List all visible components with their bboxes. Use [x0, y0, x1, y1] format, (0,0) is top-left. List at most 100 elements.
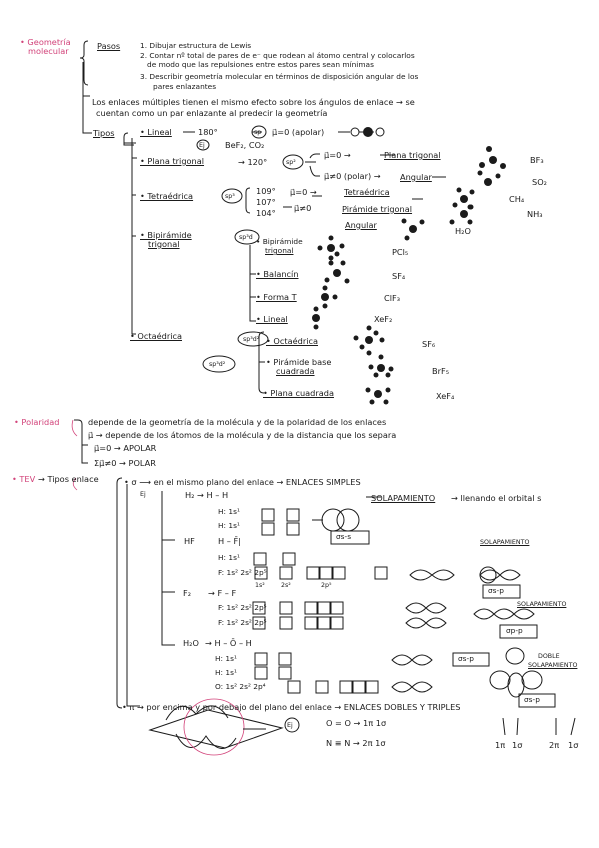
- multiples-line-b: cuentan como un par enlazante al predeci…: [96, 108, 328, 118]
- octa-ex3: XeF₄: [436, 391, 455, 401]
- bipi-ex3: ClF₃: [384, 293, 400, 303]
- bottom-1sigma-b: 1σ: [568, 740, 579, 750]
- tev-os-p3: σs-p: [524, 695, 540, 704]
- octa-s1: • Octaédrica: [266, 336, 318, 346]
- tev-o2: O = O → 1π 1σ: [326, 718, 387, 728]
- octa-hyb1: sp³d²: [243, 336, 260, 343]
- bipi-s1b: trigonal: [265, 246, 294, 255]
- tev-h2o-b: H: 1s¹: [215, 668, 237, 677]
- octa-ex2: BrF₅: [432, 366, 449, 376]
- octa-label: • Octaédrica: [130, 331, 182, 341]
- tetra-a2: 107°: [256, 197, 276, 207]
- tev-hf-h: H: 1s¹: [218, 553, 240, 562]
- bipi-ex4: XeF₂: [374, 314, 393, 324]
- tev-op-p: σp-p: [506, 626, 523, 635]
- tetra-name1: Pirámide trigonal: [342, 204, 413, 214]
- lbl-2s: 2s²: [281, 582, 291, 589]
- octa-s2a: • Pirámide base: [266, 357, 332, 367]
- trigonal-ex1: SO₂: [532, 177, 547, 187]
- bottom-1pi: 1π: [495, 740, 506, 750]
- tev-n2: N ≡ N → 2π 1σ: [326, 738, 386, 748]
- lineal-label: • Lineal: [140, 127, 172, 137]
- tev-h2o-a: H: 1s¹: [215, 654, 237, 663]
- tev-h2o-o: O: 1s² 2s² 2p⁴: [215, 682, 266, 691]
- lbl-2p: 2p⁵: [321, 582, 332, 589]
- polaridad-apolar: μ⃗=0 → APOLAR: [94, 443, 157, 453]
- tetra-a1: 109°: [256, 186, 276, 196]
- tev-h1: H: 1s¹: [218, 507, 240, 516]
- octa-ex1: SF₆: [422, 339, 436, 349]
- tev-ej2: Ej: [287, 722, 293, 729]
- bipi-s2: • Balancín: [256, 269, 299, 279]
- tetra-name2: Angular: [345, 220, 377, 230]
- paso-3a: 3. Describir geometría molecular en térm…: [140, 72, 419, 81]
- tev-h2o: H₂O: [183, 638, 199, 648]
- polaridad-line2: μ⃗ → depende de los átomos de la molécul…: [88, 430, 397, 440]
- tev-os-p2: σs-p: [458, 654, 474, 663]
- bipi-hyb: sp³d: [239, 234, 253, 241]
- tev-solap2: SOLAPAMIENTO: [480, 539, 530, 546]
- tetra-ex1: NH₃: [527, 209, 543, 219]
- tev-hf: HF: [184, 536, 195, 546]
- tev-os-s: σs-s: [336, 532, 352, 541]
- octa-s2b: cuadrada: [276, 366, 315, 376]
- tev-hf-f: F: 1s² 2s² 2p⁵: [218, 568, 267, 577]
- section-title-geometria: • Geometría: [20, 37, 71, 47]
- paso-1: 1. Dibujar estructura de Lewis: [140, 41, 252, 50]
- lineal-hyb: sp: [254, 129, 262, 136]
- tev-solap3: SOLAPAMIENTO: [517, 601, 567, 608]
- tetra-hyb: sp³: [225, 193, 235, 200]
- tev-h2o-lewis: → H – Ō – H: [205, 638, 252, 648]
- tetra-a3: 104°: [256, 208, 276, 218]
- tev-f2: F₂: [183, 588, 191, 598]
- tev-f2-a: F: 1s² 2s² 2p⁵: [218, 603, 267, 612]
- tipos-label: Tipos: [93, 128, 115, 138]
- trigonal-hyb: sp²: [286, 159, 296, 166]
- bipi-label1: • Bipirámide: [140, 230, 192, 240]
- trigonal-angle: → 120°: [238, 157, 268, 167]
- tetra-ex2: H₂O: [455, 226, 471, 236]
- tev-doble2: SOLAPAMIENTO: [528, 662, 578, 669]
- ej-icon: Ej: [199, 142, 205, 149]
- bipi-ex2: SF₄: [392, 271, 406, 281]
- trigonal-label: • Plana trigonal: [140, 156, 205, 166]
- tev-hf-lewis: H – F̄|: [218, 536, 241, 546]
- tev-sigma-line: • σ ⟶ en el mismo plano del enlace → ENL…: [124, 477, 361, 487]
- paso-2a: 2. Contar nº total de pares de e⁻ que ro…: [140, 51, 415, 60]
- tev-f2-lewis: → F – F: [208, 588, 237, 598]
- tetra-mu1: μ⃗≠0: [294, 203, 312, 213]
- bottom-2pi: 2π: [549, 740, 560, 750]
- section-title-tev: • TEV: [12, 474, 36, 484]
- bipi-s4: • Lineal: [256, 314, 288, 324]
- polaridad-line1: depende de la geometría de la molécula y…: [88, 417, 387, 427]
- tev-solap: SOLAPAMIENTO: [371, 493, 436, 503]
- tev-tipos: → Tipos enlace: [38, 474, 99, 484]
- paso-3b: pares enlazantes: [153, 82, 217, 91]
- bipi-s1a: • Bipirámide: [256, 237, 303, 246]
- lbl-1s: 1s²: [255, 582, 265, 589]
- tetra-label: • Tetraédrica: [140, 191, 194, 201]
- section-title-molecular: molecular: [28, 46, 69, 56]
- bipi-s3: • Forma T: [256, 292, 297, 302]
- bipi-label2: trigonal: [148, 239, 180, 249]
- tev-pi-line: • π → por encima y por debajo del plano …: [122, 702, 461, 712]
- tev-h1b: H: 1s¹: [218, 521, 240, 530]
- trigonal-ex0: BF₃: [530, 155, 544, 165]
- octa-s3: • Plana cuadrada: [263, 388, 334, 398]
- pasos-label: Pasos: [97, 41, 121, 51]
- lineal-angle: 180°: [198, 127, 218, 137]
- bipi-ex1: PCl₅: [392, 247, 409, 257]
- paso-2b: de modo que las repulsiones entre estos …: [147, 60, 374, 69]
- lineal-example: BeF₂, CO₂: [225, 140, 265, 150]
- tetra-name0: Tetraédrica: [344, 187, 390, 197]
- multiples-line-a: Los enlaces múltiples tienen el mismo ef…: [92, 97, 415, 107]
- trigonal-name0: Plana trigonal: [384, 150, 441, 160]
- tev-doble1: DOBLE: [538, 653, 560, 660]
- polaridad-polar: Σμ⃗≠0 → POLAR: [94, 458, 156, 468]
- tev-f2-b: F: 1s² 2s² 2p⁵: [218, 618, 267, 627]
- tetra-ex0: CH₄: [509, 194, 525, 204]
- tetra-mu0: μ⃗=0 →: [290, 187, 317, 197]
- trigonal-mu1: μ⃗≠0 (polar) →: [324, 171, 381, 181]
- trigonal-mu0: μ⃗=0 →: [324, 150, 351, 160]
- tev-solap-txt: → llenando el orbital s: [451, 493, 542, 503]
